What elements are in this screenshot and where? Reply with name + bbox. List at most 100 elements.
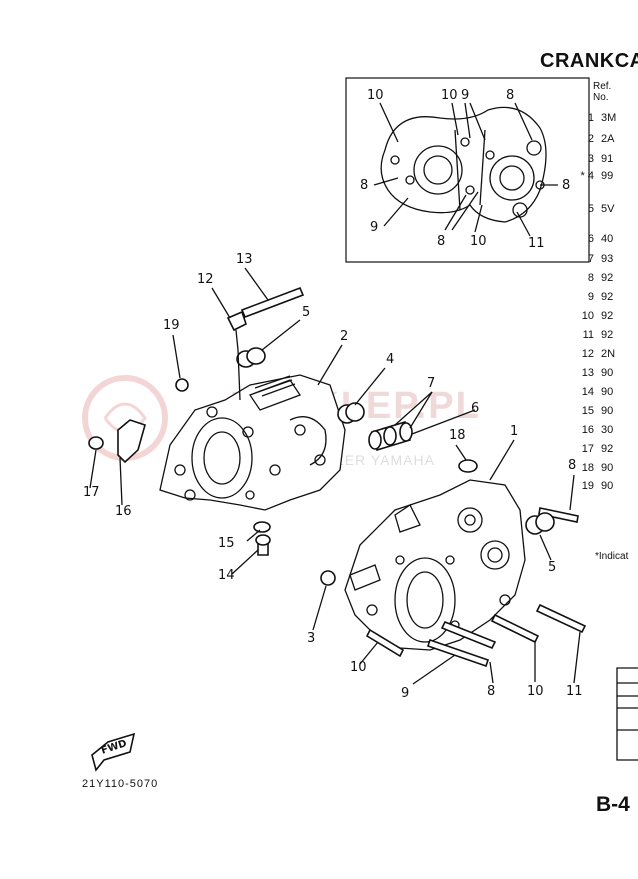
ref-row-number: 17 bbox=[581, 443, 594, 455]
ref-row: 8 92 bbox=[574, 272, 613, 284]
callout-number: 10 bbox=[350, 660, 367, 675]
callout-number: 8 bbox=[487, 684, 496, 699]
ref-header-line2: No. bbox=[593, 92, 609, 103]
ref-row-partcode: 92 bbox=[601, 272, 614, 284]
inset-callout-number: 10 bbox=[470, 234, 487, 249]
ref-row-partcode: 2A bbox=[601, 133, 615, 145]
callout-number: 5 bbox=[548, 560, 557, 575]
ref-row: 2 2A bbox=[574, 133, 615, 145]
callout-number: 13 bbox=[236, 252, 253, 267]
ref-row-partcode: 90 bbox=[601, 386, 614, 398]
ref-row: 14 90 bbox=[574, 386, 614, 398]
callout-number: 1 bbox=[510, 424, 519, 439]
callout-number: 3 bbox=[307, 631, 316, 646]
ref-row-number: 19 bbox=[581, 480, 594, 492]
fwd-arrow-icon bbox=[91, 732, 136, 772]
ref-row-partcode: 2N bbox=[601, 348, 616, 360]
ref-row-number: 10 bbox=[581, 310, 594, 322]
drawing-code: 21Y110-5070 bbox=[82, 778, 159, 790]
callout-number: 8 bbox=[568, 458, 577, 473]
ref-row-partcode: 93 bbox=[601, 253, 614, 265]
ref-row-number: 3 bbox=[587, 153, 594, 165]
ref-row-number: 9 bbox=[587, 291, 594, 303]
ref-row-partcode: 92 bbox=[601, 310, 614, 322]
inset-callout-number: 11 bbox=[528, 236, 545, 251]
ref-row-partcode: 90 bbox=[601, 405, 614, 417]
ref-row: 6 40 bbox=[574, 233, 613, 245]
ref-row-number: 8 bbox=[587, 272, 594, 284]
inset-box bbox=[345, 77, 590, 263]
ref-row: 11 92 bbox=[574, 329, 614, 341]
inset-crankcase-drawing bbox=[380, 106, 547, 223]
callout-number: 16 bbox=[115, 504, 132, 519]
ref-row-number: 12 bbox=[581, 348, 594, 360]
ref-row-partcode: 92 bbox=[601, 329, 614, 341]
inset-leader-lines bbox=[373, 102, 558, 237]
callout-number: 14 bbox=[218, 568, 235, 583]
ref-row: 7 93 bbox=[574, 253, 613, 265]
ref-row: 5 5V bbox=[574, 203, 615, 215]
note-text: *Indicat bbox=[595, 551, 629, 562]
ref-row-partcode: 92 bbox=[601, 291, 614, 303]
callout-number: 15 bbox=[218, 536, 235, 551]
ref-row-partcode: 3M bbox=[601, 112, 617, 124]
callout-number: 18 bbox=[449, 428, 466, 443]
ref-row-number: 15 bbox=[581, 405, 594, 417]
ref-row: 1 3M bbox=[574, 112, 616, 124]
callout-number: 2 bbox=[340, 329, 349, 344]
inset-callout-number: 8 bbox=[506, 88, 515, 103]
callout-number: 10 bbox=[527, 684, 544, 699]
page-title: CRANKCA bbox=[540, 50, 638, 72]
ref-row: 13 90 bbox=[574, 367, 614, 379]
callout-number: 7 bbox=[427, 376, 436, 391]
main-leader-lines bbox=[89, 267, 581, 685]
ref-row-partcode: 40 bbox=[601, 233, 614, 245]
callout-number: 11 bbox=[566, 684, 583, 699]
ref-row-number: 16 bbox=[581, 424, 594, 436]
ref-row-partcode: 30 bbox=[601, 424, 614, 436]
inset-callout-number: 9 bbox=[370, 220, 379, 235]
ref-row-partcode: 5V bbox=[601, 203, 615, 215]
ref-header-line1: Ref. bbox=[593, 81, 612, 92]
callout-number: 19 bbox=[163, 318, 180, 333]
ref-no-header: Ref. No. bbox=[593, 81, 611, 103]
parts-small bbox=[88, 286, 587, 668]
crankcase-left-half bbox=[159, 374, 346, 511]
inset-callout-number: 8 bbox=[437, 234, 446, 249]
page-number: B-4 bbox=[596, 793, 630, 816]
ref-row: 9 92 bbox=[574, 291, 613, 303]
ref-row: 10 92 bbox=[574, 310, 614, 322]
ref-row-partcode: 90 bbox=[601, 480, 614, 492]
callout-number: 5 bbox=[302, 305, 311, 320]
ref-row: 12 2N bbox=[574, 348, 615, 360]
ref-row-number: 11 bbox=[582, 329, 594, 341]
ref-row-number: 5 bbox=[587, 203, 594, 215]
inset-callout-number: 10 bbox=[367, 88, 384, 103]
ref-row-number: 14 bbox=[581, 386, 594, 398]
callout-number: 4 bbox=[386, 352, 395, 367]
callout-number: 12 bbox=[197, 272, 214, 287]
ref-row-number: 18 bbox=[581, 462, 594, 474]
inset-callout-number: 9 bbox=[461, 88, 470, 103]
ref-row-number: 7 bbox=[587, 253, 594, 265]
callout-number: 6 bbox=[471, 401, 480, 416]
ref-row-partcode: 90 bbox=[601, 367, 614, 379]
ref-row-number: 1 bbox=[587, 112, 594, 124]
inset-callout-number: 8 bbox=[562, 178, 571, 193]
ref-row-partcode: 92 bbox=[601, 443, 614, 455]
ref-row-number: * 4 bbox=[580, 170, 594, 182]
spec-table-frame bbox=[616, 667, 638, 761]
ref-row-number: 13 bbox=[581, 367, 594, 379]
ref-row-partcode: 90 bbox=[601, 462, 614, 474]
ref-row-number: 2 bbox=[587, 133, 594, 145]
ref-row-number: 6 bbox=[587, 233, 594, 245]
callout-number: 17 bbox=[83, 485, 100, 500]
